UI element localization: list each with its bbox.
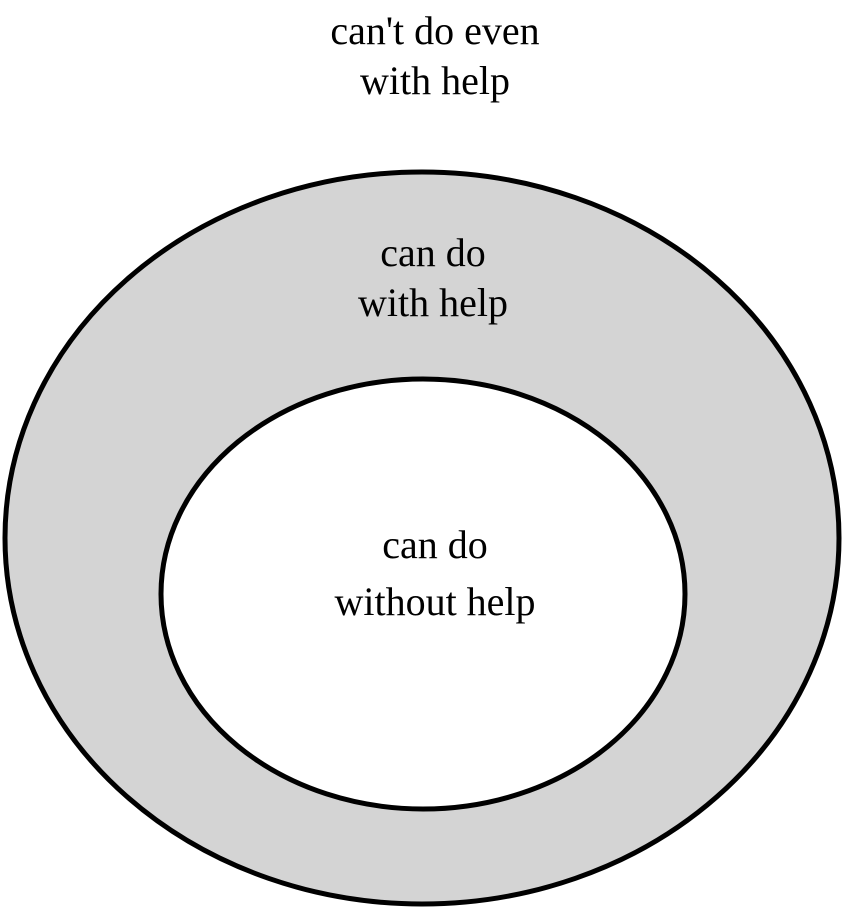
label-can-do-with-help-line2: with help: [358, 280, 508, 325]
label-cant-do-even-line2: with help: [360, 58, 510, 103]
label-can-do-with-help-line1: can do: [380, 230, 486, 275]
label-can-do-without-help-line1: can do: [382, 522, 488, 567]
label-cant-do-even-line1: can't do even: [330, 8, 539, 53]
inner-ellipse-can-do-without-help: [158, 376, 688, 812]
label-can-do-without-help-line2: without help: [334, 579, 535, 624]
